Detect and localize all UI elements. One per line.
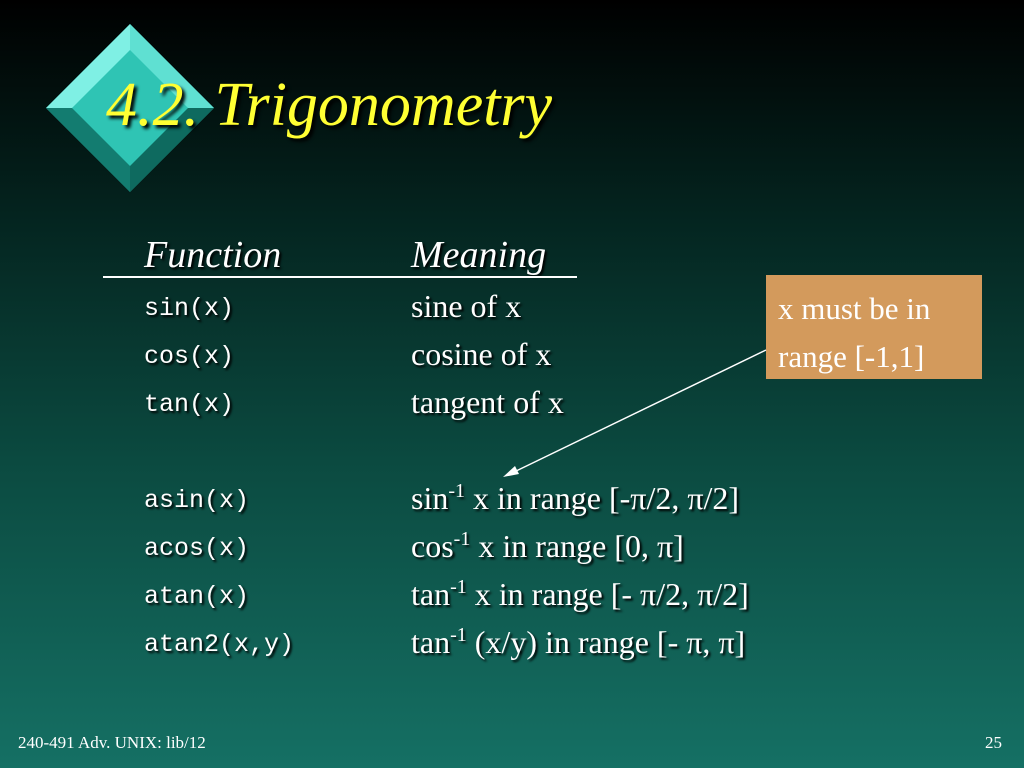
function-meaning: sine of x xyxy=(411,288,522,324)
function-meaning: tan-1 x in range [- π/2, π/2] xyxy=(411,576,749,612)
header-underline xyxy=(103,276,577,278)
table-row: tan(x) tangent of x xyxy=(0,382,1024,426)
note-callout: x must be in range [-1,1] xyxy=(766,275,982,379)
table-row: sin(x) sine of x xyxy=(0,286,1024,330)
function-meaning: tangent of x xyxy=(411,384,564,420)
note-line-2: range [-1,1] xyxy=(778,339,925,374)
table-row: atan(x) tan-1 x in range [- π/2, π/2] xyxy=(0,574,1024,618)
meaning-column-header: Meaning xyxy=(411,234,547,276)
function-meaning: cosine of x xyxy=(411,336,552,372)
function-name: atan2(x,y) xyxy=(144,630,295,659)
table-row: acos(x) cos-1 x in range [0, π] xyxy=(0,526,1024,570)
function-name: tan(x) xyxy=(144,390,235,419)
function-meaning: tan-1 (x/y) in range [- π, π] xyxy=(411,624,746,660)
function-meaning: cos-1 x in range [0, π] xyxy=(411,528,684,564)
function-name: cos(x) xyxy=(144,342,235,371)
note-line-1: x must be in xyxy=(778,291,931,326)
function-name: asin(x) xyxy=(144,486,250,515)
page-number: 25 xyxy=(985,733,1002,752)
function-meaning: sin-1 x in range [-π/2, π/2] xyxy=(411,480,740,516)
table-row: atan2(x,y) tan-1 (x/y) in range [- π, π] xyxy=(0,622,1024,666)
function-column-header: Function xyxy=(144,234,282,276)
function-name: sin(x) xyxy=(144,294,235,323)
function-name: acos(x) xyxy=(144,534,250,563)
table-row: asin(x) sin-1 x in range [-π/2, π/2] xyxy=(0,478,1024,522)
slide-title: 4.2. Trigonometry xyxy=(106,71,553,139)
diamond-icon xyxy=(46,24,214,192)
function-name: atan(x) xyxy=(144,582,250,611)
footer-course-label: 240-491 Adv. UNIX: lib/12 xyxy=(18,733,206,752)
